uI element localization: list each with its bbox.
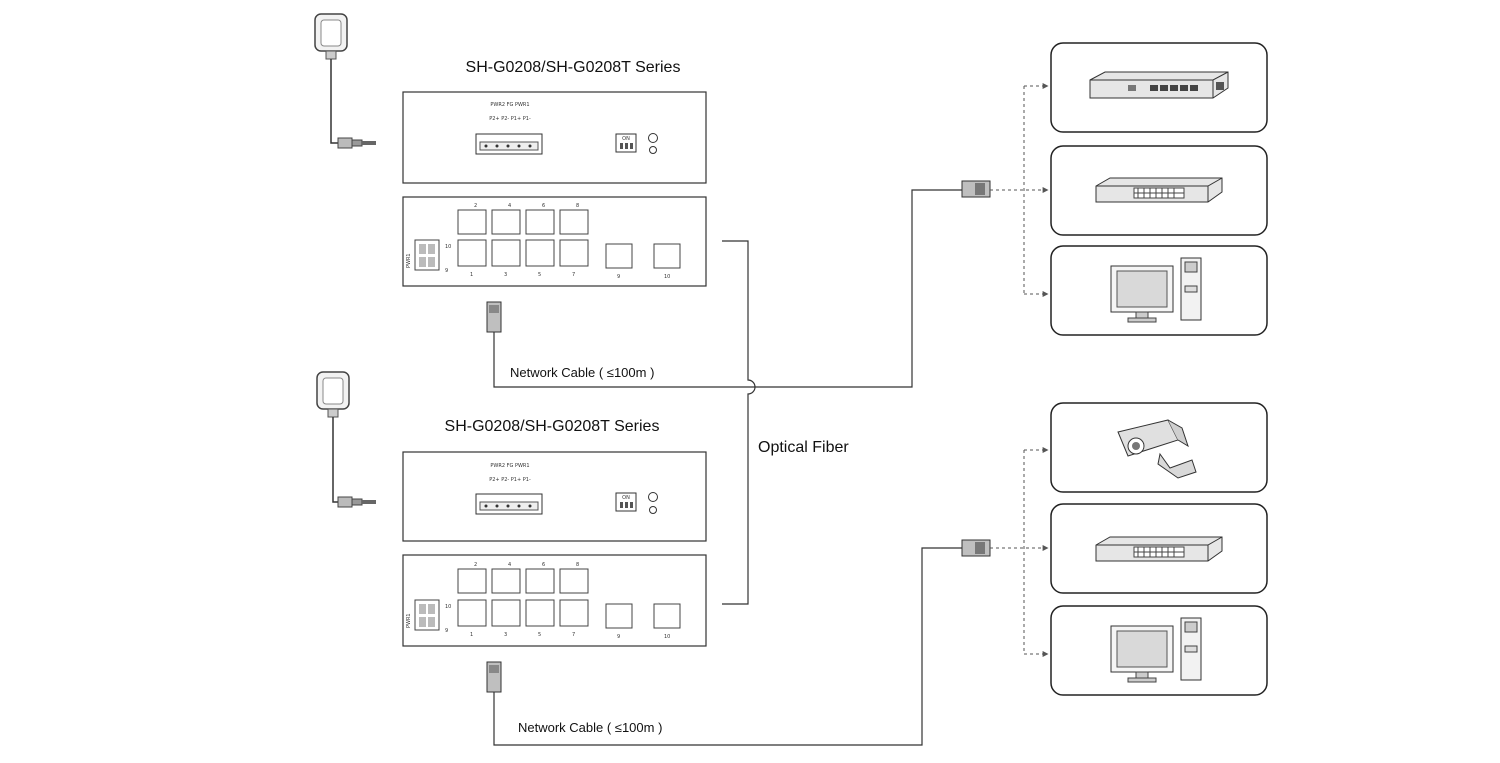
poe-switch-icon — [1089, 71, 1229, 99]
rj45-port-grid: 2 4 6 8 1 3 5 7 — [457, 203, 589, 278]
svg-text:6: 6 — [542, 562, 545, 568]
dip-switch-icon: ON — [615, 492, 637, 512]
series-title: SH-G0208/SH-G0208T Series — [466, 59, 681, 76]
svg-text:10: 10 — [664, 274, 670, 280]
switch-front-panel: PWR1 10 9 2 4 6 8 1 3 5 7 — [402, 554, 707, 647]
svg-text:PWR1: PWR1 — [406, 613, 412, 628]
svg-text:2: 2 — [474, 562, 477, 568]
svg-text:8: 8 — [576, 562, 579, 568]
device-box-camera — [1050, 402, 1268, 493]
power-adapter-icon — [316, 371, 376, 508]
svg-text:ON: ON — [622, 136, 630, 142]
svg-text:ON: ON — [622, 495, 630, 501]
optical-fiber-link: Optical Fiber — [722, 240, 849, 605]
unit-1: SH-G0208/SH-G0208T Series PWR2 FG PWR1 P… — [314, 13, 1268, 388]
network-cable-label: Network Cable ( ≤100m ) — [510, 365, 654, 380]
svg-text:9: 9 — [445, 628, 448, 634]
network-cable-label: Network Cable ( ≤100m ) — [518, 720, 662, 735]
network-cable-line — [493, 189, 962, 388]
svg-text:5: 5 — [538, 632, 541, 638]
network-switch-icon — [1095, 536, 1223, 562]
svg-text:6: 6 — [542, 203, 545, 209]
desktop-computer-icon — [1110, 617, 1202, 683]
desktop-computer-icon — [1110, 257, 1202, 323]
dip-switch-icon: ON — [615, 133, 637, 153]
surveillance-camera-icon — [1117, 419, 1197, 479]
svg-text:10: 10 — [445, 244, 451, 250]
ground-symbol-icon — [649, 506, 657, 514]
terminal-block — [475, 493, 543, 515]
unit-2: SH-G0208/SH-G0208T Series PWR2 FG PWR1 P… — [316, 371, 1268, 746]
switch-front-panel: PWR1 10 9 2 4 6 8 1 3 5 7 — [402, 196, 707, 287]
network-switch-icon — [1095, 177, 1223, 203]
svg-text:1: 1 — [470, 632, 473, 638]
svg-text:PWR1: PWR1 — [406, 253, 412, 268]
svg-text:5: 5 — [538, 272, 541, 278]
terminal-sub-label: P2+ P2- P1+ P1- — [489, 477, 531, 483]
device-box-desktop-computer — [1050, 245, 1268, 336]
switch-top-panel: PWR2 FG PWR1 P2+ P2- P1+ P1- ON — [402, 91, 707, 184]
ground-symbol-icon — [649, 146, 657, 154]
svg-text:3: 3 — [504, 272, 507, 278]
rj45-coupler-icon — [961, 539, 991, 557]
svg-text:2: 2 — [474, 203, 477, 209]
device-box-network-switch — [1050, 503, 1268, 594]
sfp-port-pair: 9 10 — [605, 603, 681, 640]
device-box-poe-switch — [1050, 42, 1268, 133]
svg-text:4: 4 — [508, 203, 511, 209]
terminal-sub-label: P2+ P2- P1+ P1- — [489, 116, 531, 122]
sfp-port-pair: 9 10 — [605, 243, 681, 280]
switch-top-panel: PWR2 FG PWR1 P2+ P2- P1+ P1- ON — [402, 451, 707, 542]
power-led-block: PWR1 10 9 — [406, 599, 451, 634]
rj45-connector-icon — [486, 301, 502, 333]
series-title: SH-G0208/SH-G0208T Series — [445, 418, 660, 435]
device-box-desktop-computer — [1050, 605, 1268, 696]
device-box-network-switch — [1050, 145, 1268, 236]
rj45-connector-icon — [486, 661, 502, 693]
terminal-block — [475, 133, 543, 155]
svg-text:7: 7 — [572, 272, 575, 278]
ground-screw-icon — [648, 492, 658, 502]
terminal-header-label: PWR2 FG PWR1 — [490, 463, 529, 469]
svg-text:8: 8 — [576, 203, 579, 209]
svg-text:4: 4 — [508, 562, 511, 568]
svg-text:10: 10 — [445, 604, 451, 610]
svg-text:9: 9 — [617, 274, 620, 280]
svg-text:10: 10 — [664, 634, 670, 640]
rj45-coupler-icon — [961, 180, 991, 198]
ground-screw-icon — [648, 133, 658, 143]
power-led-block: PWR1 10 9 — [406, 239, 451, 274]
svg-text:1: 1 — [470, 272, 473, 278]
rj45-port-grid: 2 4 6 8 1 3 5 7 — [457, 562, 589, 638]
power-adapter-icon — [314, 13, 376, 149]
svg-text:9: 9 — [617, 634, 620, 640]
optical-fiber-label: Optical Fiber — [758, 439, 849, 456]
network-cable-line — [493, 547, 962, 746]
svg-text:3: 3 — [504, 632, 507, 638]
svg-text:7: 7 — [572, 632, 575, 638]
terminal-header-label: PWR2 FG PWR1 — [490, 102, 529, 108]
svg-text:9: 9 — [445, 268, 448, 274]
